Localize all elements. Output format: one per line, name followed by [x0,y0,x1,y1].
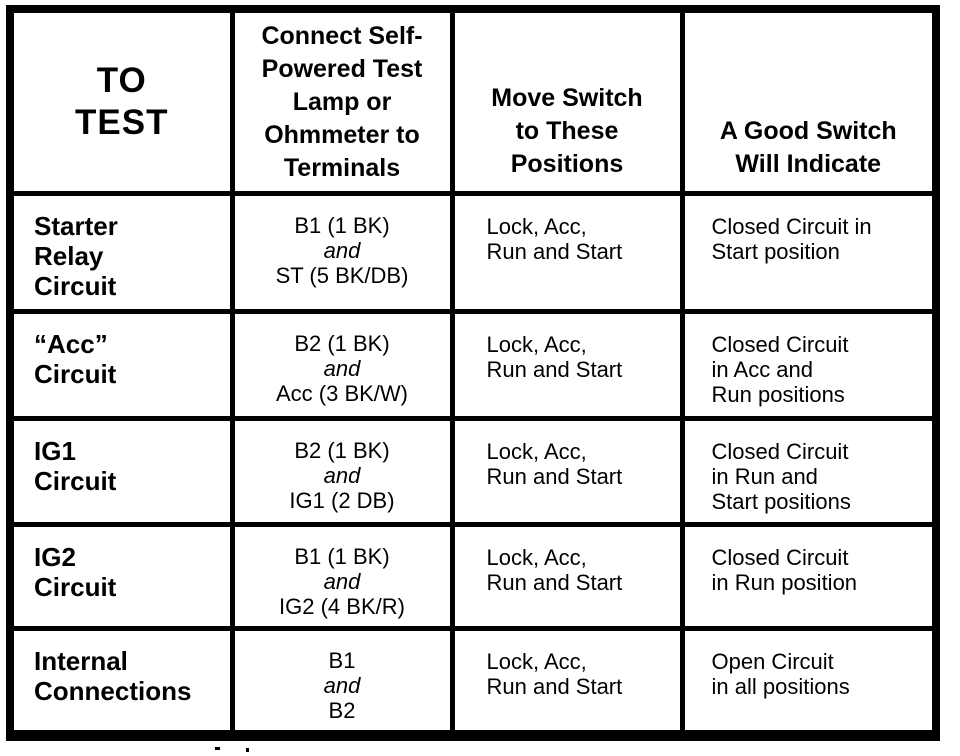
positions-cell: Lock, Acc, Run and Start [449,626,685,738]
header-row: TO TEST Connect Self- Powered Test Lamp … [7,6,939,197]
indication-cell: Closed Circuit in Run and Start position… [679,416,939,528]
terminals-cell: B1 (1 BK) and ST (5 BK/DB) [229,191,455,315]
header-terminals: Connect Self- Powered Test Lamp or Ohmme… [229,6,455,197]
header-to-test-label: TO TEST [75,61,169,143]
positions-text: Lock, Acc, Run and Start [486,649,623,700]
terminals-cell: B2 (1 BK) and IG1 (2 DB) [229,416,455,528]
positions-cell: Lock, Acc, Run and Start [449,309,685,422]
indication-text: Closed Circuit in Run position [711,545,858,596]
circuit-name: IG1 Circuit [34,436,117,497]
conjunction: and [323,569,361,595]
positions-cell: Lock, Acc, Run and Start [449,522,685,632]
terminal-1: B1 [328,648,356,674]
conjunction: and [323,463,361,489]
positions-cell: Lock, Acc, Run and Start [449,191,685,315]
terminals-cell: B1 and B2 [229,626,455,738]
terminal-2: ST (5 BK/DB) [275,263,409,289]
positions-text: Lock, Acc, Run and Start [486,214,623,265]
to-test-cell: “Acc” Circuit [7,309,235,422]
positions-text: Lock, Acc, Run and Start [486,545,623,596]
header-indication-label: A Good Switch Will Indicate [719,117,897,179]
circuit-name: “Acc” Circuit [34,329,117,390]
scan-artifact [246,748,249,752]
conjunction: and [323,238,361,264]
indication-cell: Closed Circuit in Start position [679,191,939,315]
to-test-cell: IG1 Circuit [7,416,235,528]
terminal-1: B1 (1 BK) [294,544,390,570]
indication-cell: Open Circuit in all positions [679,626,939,738]
table-row-internal-connections: Internal Connections B1 and B2 Lock, Acc… [7,626,939,738]
indication-cell: Closed Circuit in Acc and Run positions [679,309,939,422]
terminal-2: B2 [328,698,356,724]
positions-cell: Lock, Acc, Run and Start [449,416,685,528]
terminal-1: B2 (1 BK) [294,331,390,357]
positions-text: Lock, Acc, Run and Start [486,439,623,490]
to-test-cell: Starter Relay Circuit [7,191,235,315]
terminal-2: IG2 (4 BK/R) [279,594,405,620]
indication-text: Closed Circuit in Acc and Run positions [711,332,849,408]
scan-artifact [215,747,220,750]
positions-text: Lock, Acc, Run and Start [486,332,623,383]
table-row-acc: “Acc” Circuit B2 (1 BK) and Acc (3 BK/W)… [7,309,939,422]
table-row-ig2: IG2 Circuit B1 (1 BK) and IG2 (4 BK/R) L… [7,522,939,632]
to-test-cell: IG2 Circuit [7,522,235,632]
terminal-1: B2 (1 BK) [294,438,390,464]
table-row-ig1: IG1 Circuit B2 (1 BK) and IG1 (2 DB) Loc… [7,416,939,528]
terminal-2: IG1 (2 DB) [289,488,395,514]
header-positions: Move Switch to These Positions [449,6,685,197]
switch-test-table: TO TEST Connect Self- Powered Test Lamp … [6,5,940,741]
circuit-name: IG2 Circuit [34,542,117,603]
circuit-name: Starter Relay Circuit [34,211,118,302]
indication-text: Closed Circuit in Start position [711,214,872,265]
header-positions-label: Move Switch to These Positions [491,84,643,179]
header-to-test: TO TEST [7,6,235,197]
circuit-name: Internal Connections [34,646,192,707]
terminal-2: Acc (3 BK/W) [275,381,408,407]
indication-text: Closed Circuit in Run and Start position… [711,439,851,515]
indication-cell: Closed Circuit in Run position [679,522,939,632]
header-indication: A Good Switch Will Indicate [679,6,939,197]
to-test-cell: Internal Connections [7,626,235,738]
terminals-cell: B2 (1 BK) and Acc (3 BK/W) [229,309,455,422]
conjunction: and [323,673,361,699]
indication-text: Open Circuit in all positions [711,649,850,700]
conjunction: and [323,356,361,382]
terminals-cell: B1 (1 BK) and IG2 (4 BK/R) [229,522,455,632]
terminal-1: B1 (1 BK) [294,213,390,239]
table-row-starter-relay: Starter Relay Circuit B1 (1 BK) and ST (… [7,191,939,315]
header-terminals-label: Connect Self- Powered Test Lamp or Ohmme… [261,21,423,182]
